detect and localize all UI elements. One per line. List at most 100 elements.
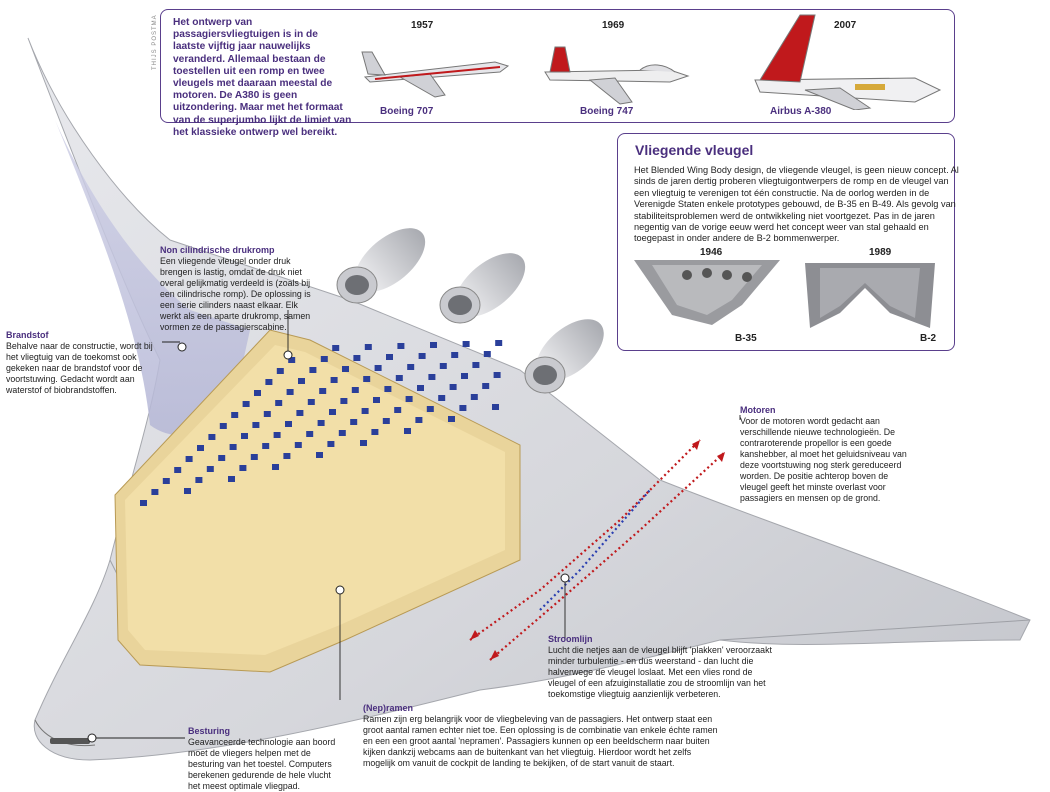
seat <box>361 408 369 414</box>
seat <box>493 372 501 378</box>
seat <box>351 387 359 393</box>
seat <box>459 405 467 411</box>
name-b35: B-35 <box>735 333 757 344</box>
seat <box>428 374 436 380</box>
motoren-body: Voor de motoren wordt gedacht aan versch… <box>740 416 907 503</box>
seat <box>482 383 490 389</box>
seat <box>239 465 247 471</box>
drukromp-title: Non cilindrische drukromp <box>160 245 275 255</box>
b2-photo <box>805 263 935 328</box>
seat <box>197 445 204 451</box>
seat <box>342 366 349 372</box>
seat <box>296 410 304 416</box>
seat <box>353 355 361 361</box>
brandstof-body: Behalve naar de constructie, wordt bij h… <box>6 341 153 395</box>
seat <box>374 365 382 371</box>
seat <box>309 367 317 373</box>
plane-a380-image <box>754 14 942 110</box>
seat <box>263 411 271 417</box>
fuel-tank-area <box>55 120 250 436</box>
seat <box>307 399 315 405</box>
seat <box>472 362 480 368</box>
seat <box>364 344 372 350</box>
seat <box>229 444 237 450</box>
seat <box>483 351 491 357</box>
seat <box>350 419 358 425</box>
seat <box>492 404 499 410</box>
seat <box>448 416 455 422</box>
seat <box>451 352 459 358</box>
engine-3 <box>524 319 604 394</box>
seat <box>404 428 411 434</box>
seat <box>327 441 335 447</box>
seat <box>438 395 446 401</box>
ramen-title: (Nep)ramen <box>363 703 414 713</box>
seat <box>285 421 292 427</box>
seat <box>286 389 294 395</box>
seat <box>430 342 437 348</box>
seat <box>208 434 216 440</box>
seat <box>384 386 392 392</box>
seat <box>283 453 291 459</box>
seat <box>184 488 191 494</box>
intro-text: Het ontwerp van passagiersvliegtuigen is… <box>173 17 352 138</box>
seat <box>195 477 203 483</box>
drukromp-body: Een vliegende vleugel onder druk brengen… <box>160 256 311 332</box>
stroomlijn-title: Stroomlijn <box>548 634 593 644</box>
seat <box>395 375 403 381</box>
motoren-title: Motoren <box>740 405 776 415</box>
stroomlijn-body: Lucht die netjes aan de vleugel blijft '… <box>548 645 772 699</box>
name-747: Boeing 747 <box>580 106 634 117</box>
seat <box>418 353 426 359</box>
besturing-title: Besturing <box>188 726 231 736</box>
year-b2: 1989 <box>869 247 892 258</box>
seat <box>265 379 273 385</box>
seat <box>275 400 283 406</box>
seat <box>241 433 248 439</box>
seat <box>288 357 296 363</box>
seat <box>140 500 147 506</box>
seat <box>340 398 348 404</box>
seat <box>360 440 367 446</box>
flying-wing-title: Vliegende vleugel <box>635 142 754 158</box>
year-747: 1969 <box>602 20 625 31</box>
seat <box>231 412 239 418</box>
passenger-cabin <box>114 329 521 673</box>
seat <box>461 373 468 379</box>
seat <box>407 364 415 370</box>
seat <box>162 478 170 484</box>
seat <box>426 406 434 412</box>
seat <box>371 429 379 435</box>
ramen-body: Ramen zijn erg belangrijk voor de vliegb… <box>363 714 718 768</box>
engine-2 <box>439 253 526 324</box>
seat <box>363 376 371 382</box>
seat <box>439 363 447 369</box>
seat <box>316 452 323 458</box>
seat <box>151 489 159 495</box>
year-b35: 1946 <box>700 247 723 258</box>
b35-photo <box>634 260 780 325</box>
seat <box>330 377 338 383</box>
besturing-body: Geavanceerde technologie aan boord moet … <box>188 737 336 791</box>
author-credit: THIJS POSTMA <box>152 14 158 70</box>
seat <box>386 354 393 360</box>
seat <box>219 423 227 429</box>
seat <box>306 431 314 437</box>
seat <box>329 409 336 415</box>
airflow-arrows <box>469 439 726 661</box>
seat <box>252 422 260 428</box>
seat <box>254 390 261 396</box>
name-b2: B-2 <box>920 333 937 344</box>
seat <box>206 466 214 472</box>
seat <box>294 442 302 448</box>
seat <box>242 401 250 407</box>
seat <box>332 345 340 351</box>
seat <box>397 343 405 349</box>
seat <box>317 420 325 426</box>
seat <box>185 456 193 462</box>
name-707: Boeing 707 <box>380 106 434 117</box>
plane-707-image <box>361 51 510 98</box>
seat <box>250 454 258 460</box>
seat <box>276 368 284 374</box>
